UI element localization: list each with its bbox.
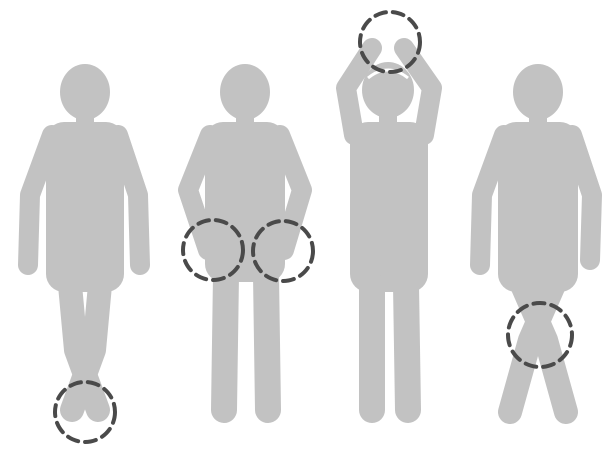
figure-hands-on-thighs bbox=[183, 64, 313, 410]
figure-legs-crossed-ankles bbox=[28, 64, 140, 442]
figure-hands-on-head bbox=[346, 12, 432, 410]
figure-legs-crossed-knees bbox=[480, 64, 592, 412]
